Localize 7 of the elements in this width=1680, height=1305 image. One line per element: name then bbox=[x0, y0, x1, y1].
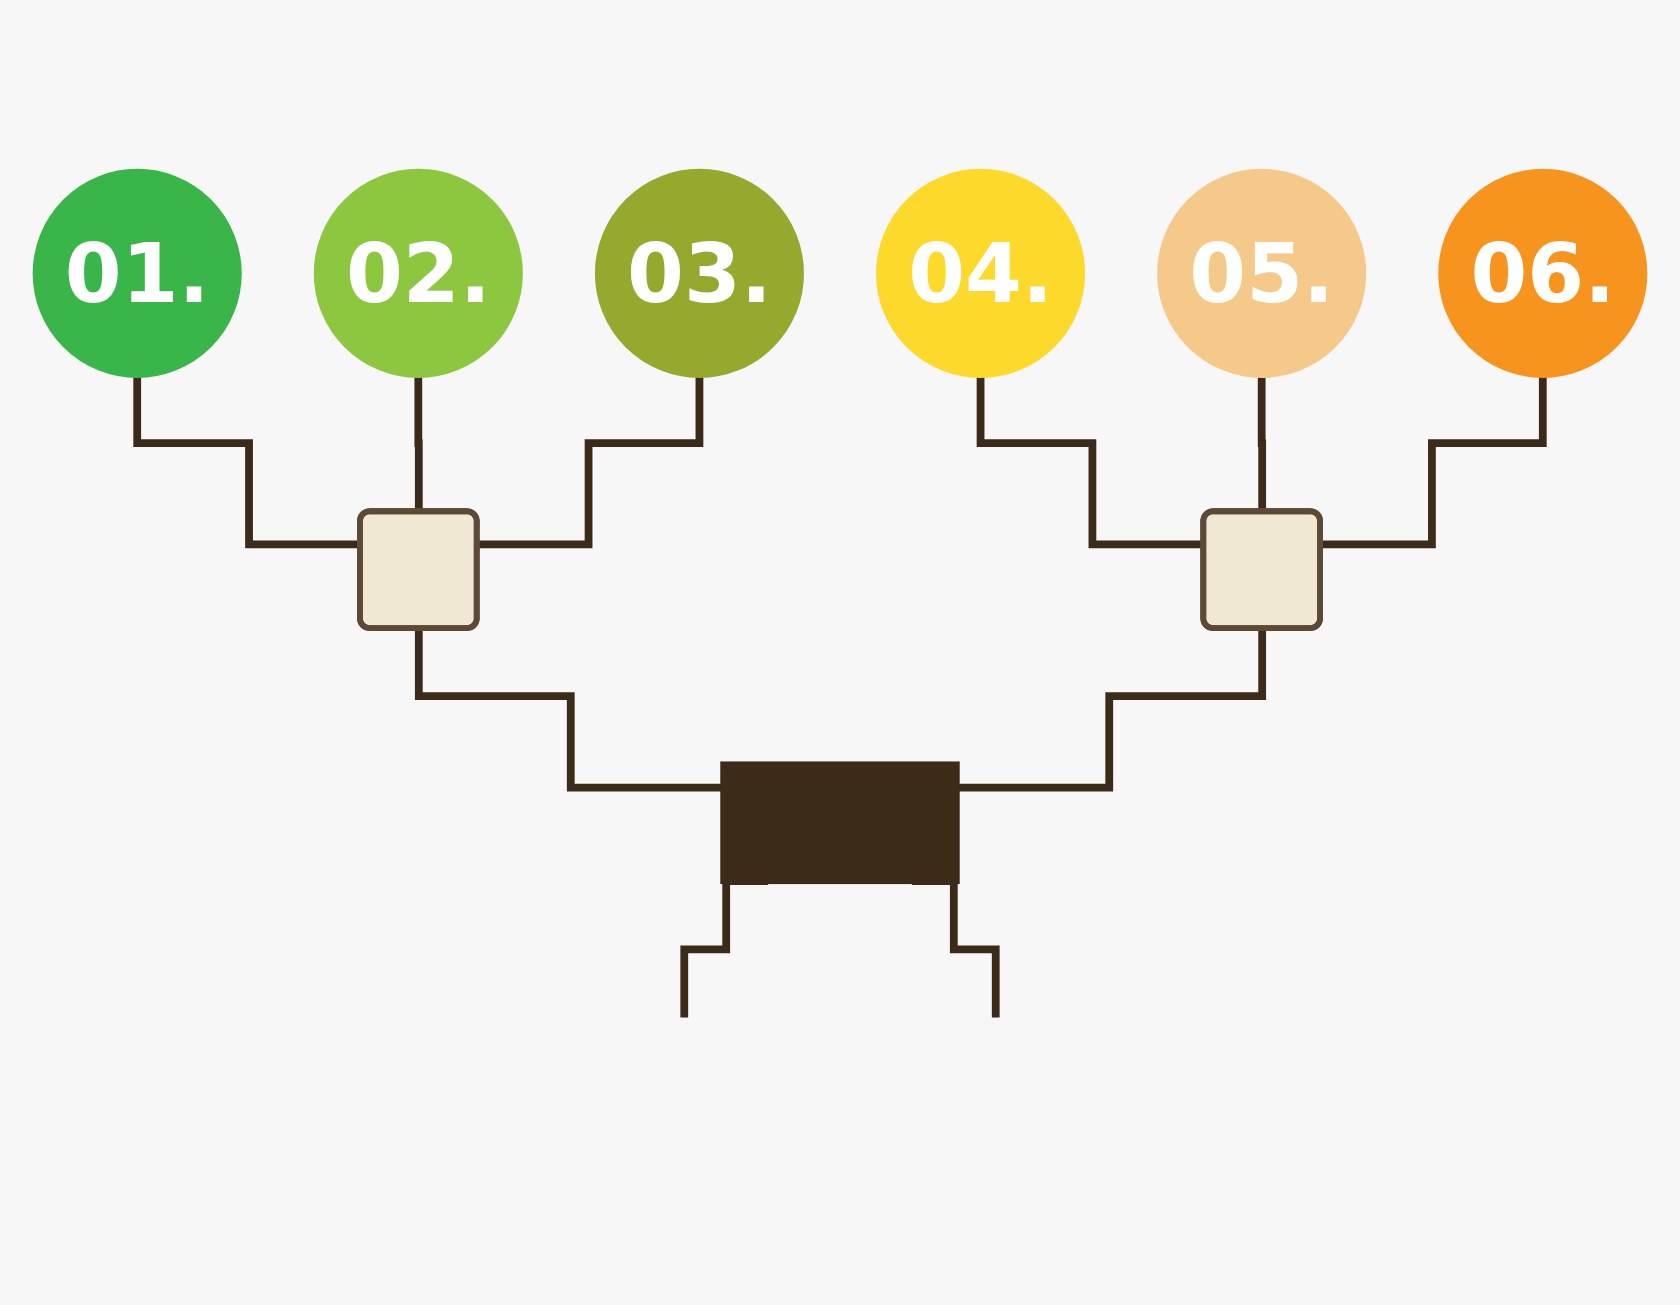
node-bar bbox=[720, 760, 960, 884]
node-circle: 02. bbox=[313, 168, 523, 378]
node-circle: 06. bbox=[1438, 168, 1648, 378]
node-circle: 01. bbox=[32, 168, 242, 378]
node-circle: 05. bbox=[1157, 168, 1367, 378]
node-circle: 03. bbox=[594, 168, 804, 378]
node-circle: 04. bbox=[876, 168, 1086, 378]
